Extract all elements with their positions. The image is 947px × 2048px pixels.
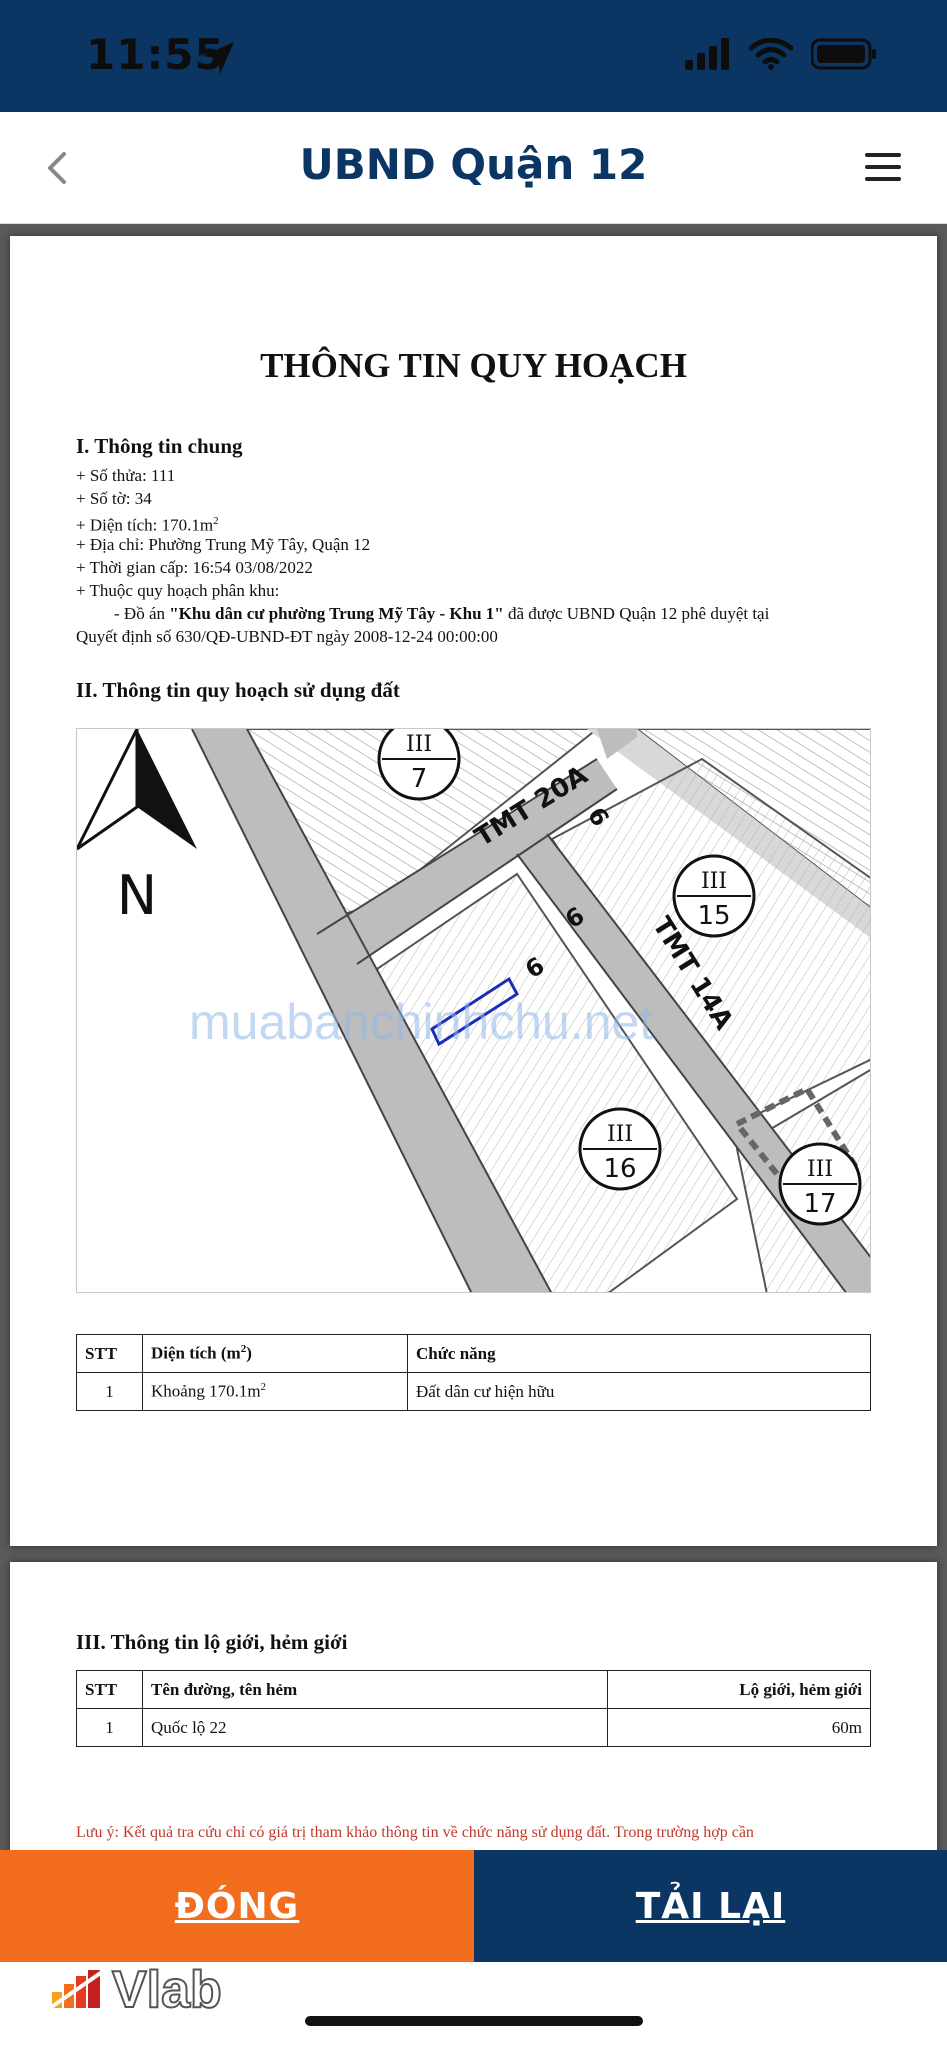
page-title: UBND Quận 12: [299, 140, 648, 189]
zone7-top: III: [406, 732, 432, 757]
col-road-name: Tên đường, tên hẻm: [142, 1670, 608, 1709]
table-header-row: STT Tên đường, tên hẻm Lộ giới, hẻm giới: [76, 1670, 871, 1709]
zone-marker-17: III 17: [778, 1142, 862, 1226]
table-row: 1 Quốc lộ 22 60m: [76, 1708, 871, 1747]
zone15-top: III: [701, 869, 727, 894]
vlab-logo-icon: [48, 1968, 104, 2012]
bottom-action-bar: ĐÓNG TẢI LẠI: [0, 1850, 947, 1962]
col-road-width: Lộ giới, hẻm giới: [607, 1670, 871, 1709]
section-boundary-title: III. Thông tin lộ giới, hẻm giới: [76, 1630, 348, 1654]
home-indicator[interactable]: [305, 2016, 643, 2026]
area-line: + Diện tích: 170.1m2: [76, 510, 219, 537]
col-stt: STT: [76, 1334, 143, 1373]
zone16-number: 16: [603, 1154, 636, 1184]
section-landuse-title: II. Thông tin quy hoạch sử dụng đất: [76, 678, 400, 702]
back-chevron-icon[interactable]: [38, 148, 78, 188]
col-function: Chức năng: [407, 1334, 871, 1373]
address: + Địa chỉ: Phường Trung Mỹ Tây, Quận 12: [76, 535, 371, 554]
zone16-top: III: [607, 1122, 633, 1147]
table-row: 1 Khoảng 170.1m2 Đất dân cư hiện hữu: [76, 1372, 871, 1411]
planning-map[interactable]: N TMT 20A TMT 14A 6 6 6 III 7 III: [76, 728, 871, 1293]
zone-marker-16: III 16: [578, 1107, 662, 1191]
zone17-number: 17: [803, 1189, 836, 1219]
battery-icon: [811, 38, 876, 70]
col-stt: STT: [76, 1670, 143, 1709]
col-area-label: Diện tích (m: [151, 1343, 241, 1363]
project-suffix: đã được UBND Quận 12 phê duyệt tại: [503, 604, 770, 623]
status-time: 11:55: [86, 30, 225, 79]
zone-marker-15: III 15: [672, 854, 756, 938]
selected-parcel[interactable]: [430, 976, 519, 1047]
zone15-number: 15: [697, 901, 730, 931]
north-label: N: [117, 864, 157, 927]
boundary-table: STT Tên đường, tên hẻm Lộ giới, hẻm giới…: [76, 1670, 871, 1747]
close-button[interactable]: ĐÓNG: [0, 1850, 474, 1962]
app-header: UBND Quận 12: [0, 112, 947, 224]
row-road-width: 60m: [607, 1708, 871, 1747]
project-line: - Đồ án "Khu dân cư phường Trung Mỹ Tây …: [114, 602, 769, 625]
vlab-logo: Vlab: [48, 1960, 223, 2020]
area-text: + Diện tích: 170.1m: [76, 515, 214, 535]
zone17-top: III: [807, 1157, 833, 1182]
reload-button-label: TẢI LẠI: [635, 1885, 786, 1927]
area-sup: 2: [213, 515, 219, 527]
section-general-title: I. Thông tin chung: [76, 434, 243, 458]
zone7-number: 7: [411, 764, 428, 794]
row-stt: 1: [76, 1372, 143, 1411]
project-name: "Khu dân cư phường Trung Mỹ Tây - Khu 1": [169, 604, 504, 623]
wifi-icon: [749, 38, 793, 70]
row-area-text: Khoảng 170.1m: [151, 1381, 261, 1401]
col-area-sup: 2: [240, 1343, 247, 1356]
row-function: Đất dân cư hiện hữu: [407, 1372, 871, 1411]
reload-button[interactable]: TẢI LẠI: [474, 1850, 947, 1962]
row-area: Khoảng 170.1m2: [142, 1372, 408, 1411]
lot-number: + Số thửa: 111: [76, 466, 176, 485]
vlab-logo-text: Vlab: [111, 1960, 223, 2020]
document-page-1: THÔNG TIN QUY HOẠCH I. Thông tin chung +…: [10, 236, 937, 1546]
watermark-text: muabanchinhchu.net: [189, 994, 653, 1050]
zone-label: + Thuộc quy hoạch phân khu:: [76, 581, 280, 600]
hamburger-menu-icon[interactable]: [863, 150, 903, 184]
row-road-name: Quốc lộ 22: [142, 1708, 608, 1747]
row-area-sup: 2: [260, 1381, 267, 1394]
location-arrow-icon: [202, 42, 234, 74]
close-button-label: ĐÓNG: [174, 1885, 300, 1927]
disclaimer-note: Lưu ý: Kết quả tra cứu chỉ có giá trị th…: [76, 1824, 754, 1841]
document-viewer[interactable]: THÔNG TIN QUY HOẠCH I. Thông tin chung +…: [0, 224, 947, 1850]
col-area: Diện tích (m2): [142, 1334, 408, 1373]
table-header-row: STT Diện tích (m2) Chức năng: [76, 1334, 871, 1373]
status-bar: 11:55: [0, 0, 947, 112]
decision-line: Quyết định số 630/QĐ-UBND-ĐT ngày 2008-1…: [76, 627, 498, 646]
sheet-number: + Số tờ: 34: [76, 489, 152, 508]
planning-map-drawing: N TMT 20A TMT 14A 6 6 6 III 7 III: [77, 729, 870, 1292]
issue-time: + Thời gian cấp: 16:54 03/08/2022: [76, 558, 313, 577]
project-prefix: - Đồ án: [114, 604, 170, 623]
row-stt: 1: [76, 1708, 143, 1747]
document-page-2: III. Thông tin lộ giới, hẻm giới STT Tên…: [10, 1562, 937, 1850]
zone-marker-7: III 7: [377, 729, 461, 801]
cellular-signal-icon: [685, 38, 729, 70]
document-title: THÔNG TIN QUY HOẠCH: [260, 346, 687, 385]
landuse-table: STT Diện tích (m2) Chức năng 1 Khoảng 17…: [76, 1334, 871, 1411]
